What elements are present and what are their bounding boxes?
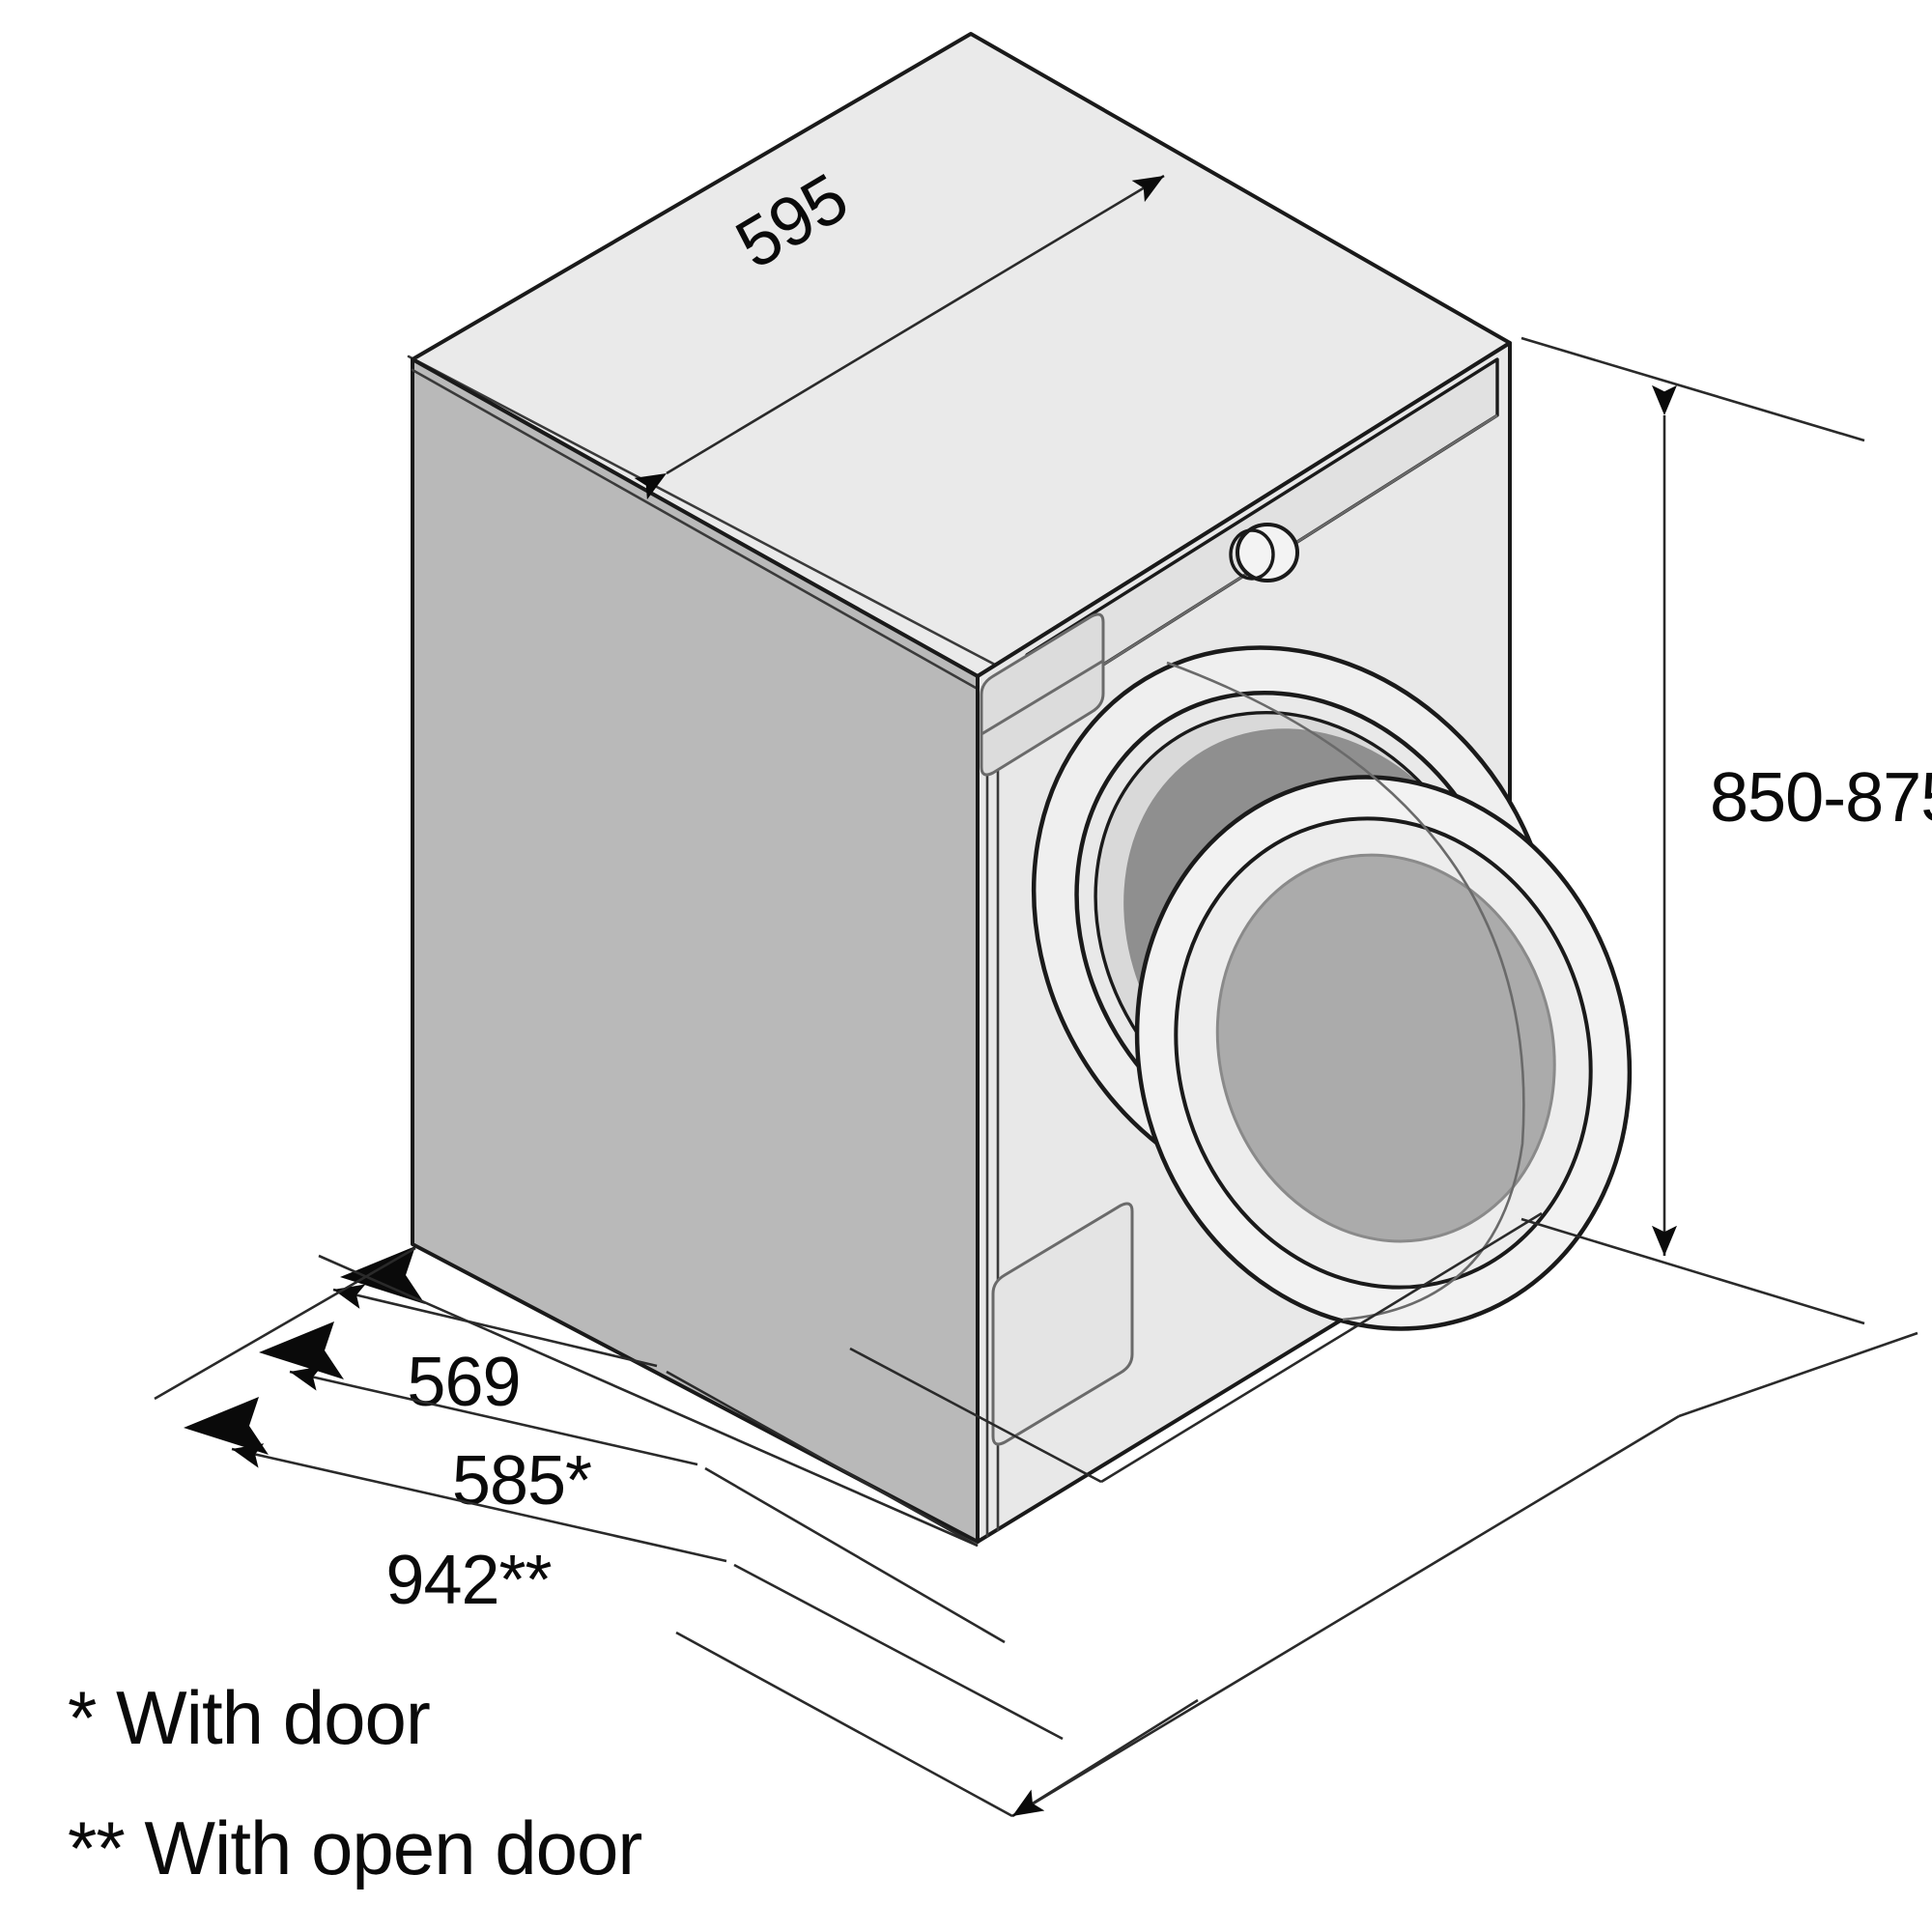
dimension-height-group: 850-875 <box>1520 336 1932 1325</box>
dimension-arrowhead-stack <box>184 1246 425 1455</box>
height-ext-top <box>1520 336 1865 442</box>
program-selector-knob-shadow <box>1229 528 1275 581</box>
detergent-drawer[interactable] <box>980 612 1105 777</box>
dimension-height-label: 850-875 <box>1710 759 1932 837</box>
floor-line-open-door-2 <box>849 1347 1102 1484</box>
dimension-569-group: 569 <box>332 1284 979 1548</box>
dimension-595-line <box>634 174 1165 500</box>
dimension-585-line <box>289 1366 698 1466</box>
open-door-glass <box>1215 853 1556 1243</box>
footnote-with-open-door: ** With open door <box>68 1805 641 1890</box>
arrowhead-569 <box>340 1246 425 1304</box>
service-flap[interactable] <box>991 1202 1134 1446</box>
arrowhead-942 <box>184 1397 269 1455</box>
footnote-with-door: * With door <box>68 1675 430 1760</box>
dimension-942-line <box>231 1443 727 1563</box>
detergent-drawer-front-face <box>980 659 1104 736</box>
dimension-942-group: 942** <box>231 1443 1064 1741</box>
dim-585-ext-right <box>704 1466 1006 1644</box>
dim-942-ext-right <box>733 1563 1064 1741</box>
leader-body-corner <box>318 1254 979 1548</box>
floor-dim-arrow-line <box>1011 1698 1199 1818</box>
floor-line-front <box>675 1631 1013 1818</box>
door-swing-arc <box>1166 661 1525 1321</box>
floor-line-right <box>1011 1414 1680 1818</box>
dimension-569-line <box>332 1284 658 1368</box>
dimension-569-label: 569 <box>407 1344 520 1421</box>
floor-line-open-door <box>1100 1211 1543 1484</box>
floor-projection-lines <box>675 1211 1918 1818</box>
dimension-942-label: 942** <box>385 1542 551 1619</box>
side-panel-top-edge <box>411 368 978 690</box>
program-selector-knob[interactable] <box>1236 523 1299 582</box>
floor-line-right-2 <box>1678 1331 1918 1418</box>
dim-569-ext-right <box>666 1370 979 1548</box>
leader-569-left <box>154 1246 416 1401</box>
dimension-585-group: 585* <box>289 1366 1006 1644</box>
arrowhead-585 <box>259 1321 344 1379</box>
open-door-group[interactable] <box>1072 719 1693 1388</box>
height-ext-bottom <box>1520 1217 1865 1325</box>
dimension-585-label: 585* <box>452 1442 591 1520</box>
